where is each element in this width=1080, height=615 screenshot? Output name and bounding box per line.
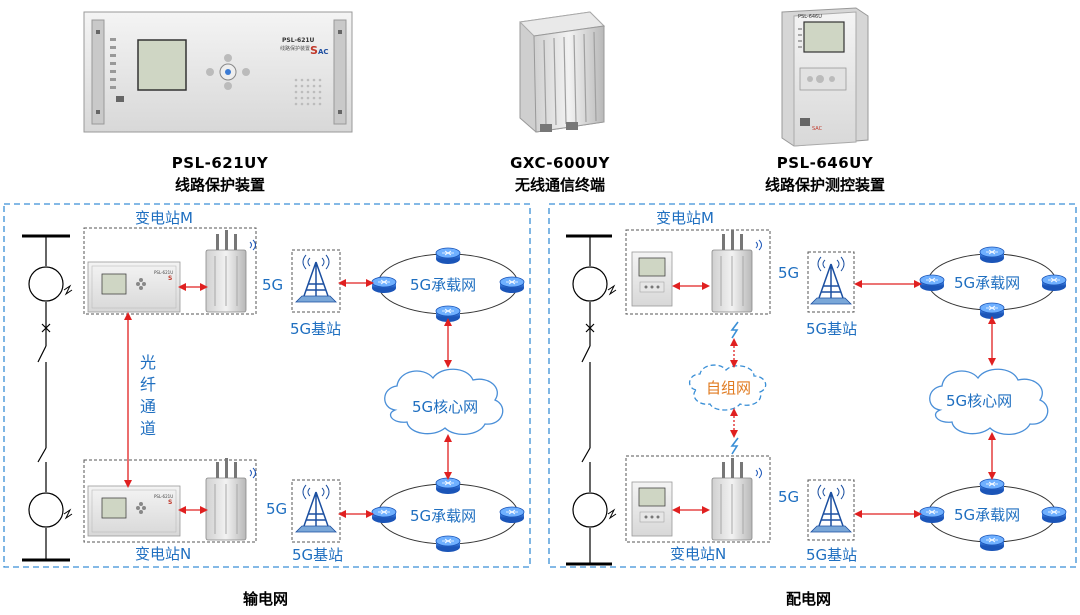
tower-icon (295, 484, 337, 533)
router-icon (435, 305, 461, 323)
substation-n-box-left (83, 459, 257, 543)
router-icon (979, 534, 1005, 552)
router-icon (435, 535, 461, 553)
router-icon (499, 276, 525, 294)
label-5g: 5G (266, 500, 288, 518)
distribution-frame (548, 203, 1077, 568)
substation-n-box-right (625, 455, 771, 543)
transmission-frame (3, 203, 531, 568)
substation-m-box-left (83, 227, 257, 315)
core-cloud-left (384, 368, 504, 435)
router-icon (435, 477, 461, 495)
router-icon (371, 276, 397, 294)
psl-646uy-device-m (631, 251, 673, 307)
psl-621uy-photo: PSL-621U 线路保护装置 S AC (83, 11, 353, 133)
product-desc: 线路保护测控装置 (764, 176, 885, 194)
base-station-label: 5G基站 (292, 546, 344, 564)
product-model: PSL-621UY (171, 154, 269, 172)
arrows-right (672, 280, 996, 518)
bearer-net-label: 5G承载网 (954, 506, 1021, 524)
product-desc: 无线通信终端 (514, 176, 605, 194)
svg-text:线路保护装置: 线路保护装置 (280, 45, 310, 52)
router-icon (919, 274, 945, 292)
wireless-terminal-m-right (711, 229, 762, 313)
wireless-terminal-m-left (205, 229, 256, 313)
svg-text:SAC: SAC (812, 126, 823, 132)
substation-n-label: 变电站N (135, 545, 192, 563)
gxc-600uy-photo (518, 11, 606, 133)
router-icon (979, 302, 1005, 320)
base-station-label: 5G基站 (806, 546, 858, 564)
substation-m-label: 变电站M (135, 209, 193, 227)
wireless-terminal-n-left (205, 457, 256, 541)
substation-m-label: 变电站M (656, 209, 714, 227)
router-icon (371, 506, 397, 524)
product-caption-gxc-600uy: GXC-600UY 无线通信终端 (480, 152, 640, 196)
substation-n-label: 变电站N (670, 545, 727, 563)
transmission-line (28, 236, 73, 560)
svg-text:S: S (310, 44, 318, 57)
fiber-channel-label: 光纤通道 (139, 353, 156, 438)
product-model: PSL-646UY (776, 154, 874, 172)
product-desc: 线路保护装置 (174, 176, 265, 194)
router-icon (1041, 274, 1067, 292)
label-5g: 5G (778, 264, 800, 282)
product-caption-psl-646uy: PSL-646UY 线路保护测控装置 (740, 152, 910, 196)
ad-hoc-net-label: 自组网 (706, 379, 752, 397)
psl-646uy-photo: PSL-646U SAC (781, 7, 869, 147)
bearer-net-label: 5G承载网 (954, 274, 1021, 292)
router-icon (435, 247, 461, 265)
ad-hoc-cloud (689, 364, 767, 411)
substation-m-box-right (625, 229, 771, 315)
base-station-label: 5G基站 (290, 320, 342, 338)
tower-icon (295, 254, 337, 303)
tower-icon (810, 484, 852, 533)
svg-text:AC: AC (318, 48, 329, 56)
psl-621uy-device-n (87, 485, 181, 537)
router-icon (499, 506, 525, 524)
distribution-line (572, 236, 617, 564)
router-icon (979, 478, 1005, 496)
lightning-icon (730, 437, 739, 455)
transmission-title: 输电网 (243, 590, 289, 608)
wireless-terminal-n-right (711, 457, 762, 541)
product-model: GXC-600UY (510, 154, 610, 172)
label-5g: 5G (262, 276, 284, 294)
product-caption-psl-621uy: PSL-621UY 线路保护装置 (130, 152, 310, 196)
svg-text:PSL-646U: PSL-646U (798, 14, 822, 20)
core-net-label: 5G核心网 (412, 398, 479, 416)
core-cloud-right (929, 368, 1049, 435)
psl-646uy-device-n (631, 481, 673, 537)
router-icon (979, 246, 1005, 264)
router-icon (919, 506, 945, 524)
core-net-label: 5G核心网 (946, 392, 1013, 410)
bearer-net-label: 5G承载网 (410, 276, 477, 294)
distribution-title: 配电网 (786, 590, 832, 608)
bearer-net-label: 5G承载网 (410, 507, 477, 525)
svg-text:PSL-621U: PSL-621U (282, 37, 315, 44)
psl-621uy-device-m (87, 261, 181, 313)
router-icon (1041, 506, 1067, 524)
label-5g: 5G (778, 488, 800, 506)
arrows-left (124, 279, 452, 518)
lightning-icon (730, 321, 739, 339)
base-station-label: 5G基站 (806, 320, 858, 338)
tower-icon (810, 256, 852, 305)
